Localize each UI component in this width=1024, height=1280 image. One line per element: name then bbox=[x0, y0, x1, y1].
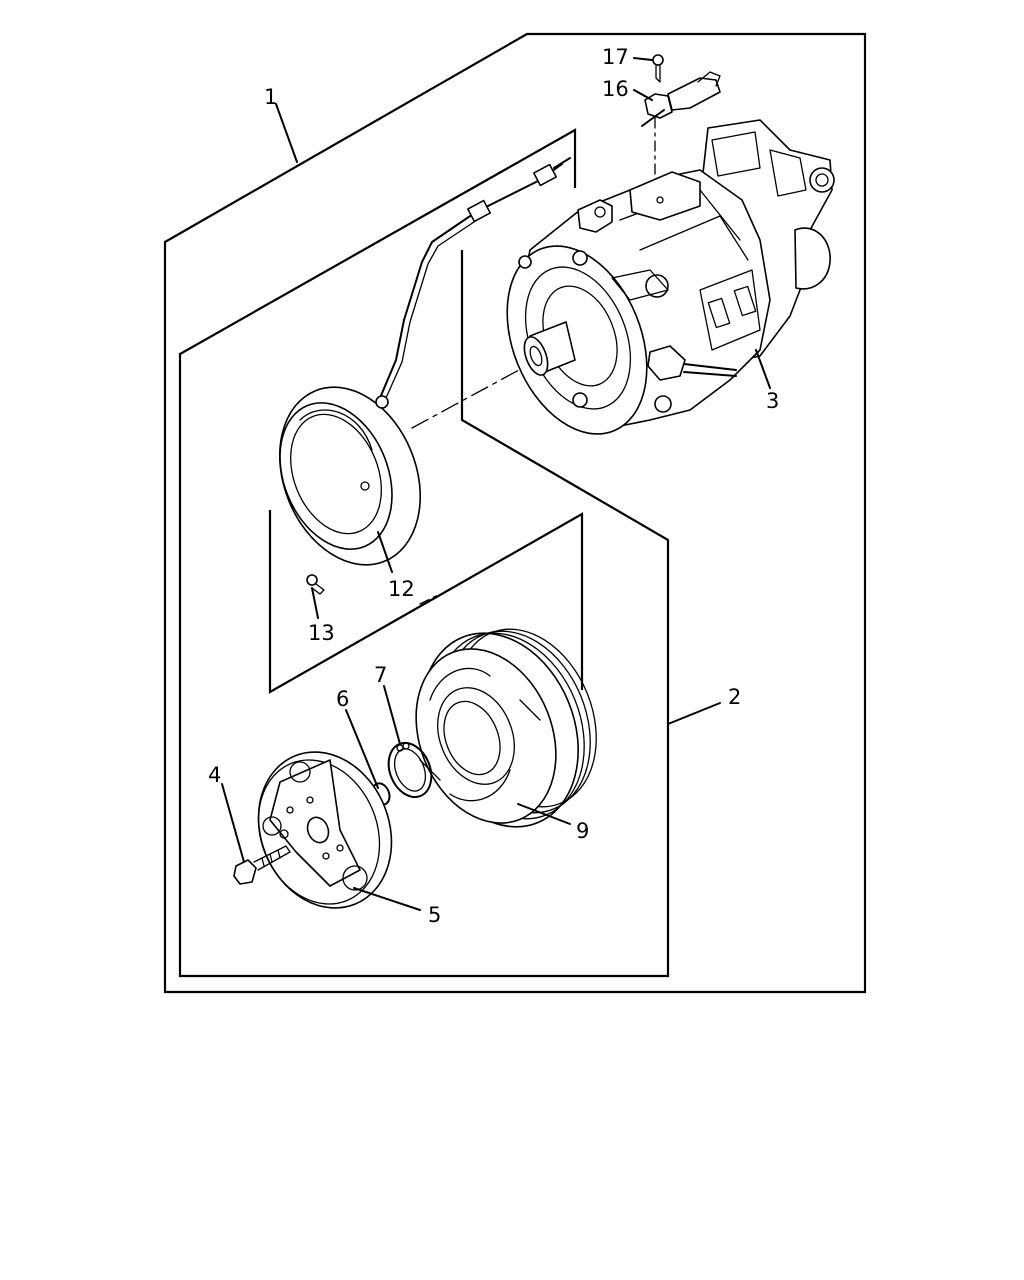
field-coil-lead-wire bbox=[375, 157, 571, 409]
callout-5: 5 bbox=[428, 903, 441, 927]
callout-13: 13 bbox=[308, 621, 335, 645]
screw-17 bbox=[652, 54, 664, 83]
outer-assembly-frame bbox=[163, 32, 867, 994]
callout-9: 9 bbox=[576, 819, 589, 843]
callout-2: 2 bbox=[728, 685, 741, 709]
callout-16: 16 bbox=[602, 77, 629, 101]
clutch-assembly-frame bbox=[178, 128, 670, 978]
callout-1: 1 bbox=[264, 85, 277, 109]
callout-4: 4 bbox=[208, 763, 221, 787]
callout-labels: 1 2 3 4 5 6 7 9 12 13 16 17 bbox=[208, 45, 779, 927]
callout-3: 3 bbox=[766, 389, 779, 413]
pulley bbox=[415, 628, 597, 828]
callout-12: 12 bbox=[388, 577, 415, 601]
pressure-switch bbox=[641, 71, 721, 127]
screw-13 bbox=[306, 574, 325, 595]
callout-7: 7 bbox=[374, 663, 387, 687]
pressure-plate bbox=[257, 751, 393, 909]
leader-lines bbox=[221, 57, 771, 911]
compressor-body bbox=[506, 119, 835, 435]
callout-6: 6 bbox=[336, 687, 349, 711]
assembly-axis-lines bbox=[269, 117, 656, 641]
bolt bbox=[233, 845, 291, 885]
callout-17: 17 bbox=[602, 45, 629, 69]
field-coil bbox=[278, 386, 422, 566]
